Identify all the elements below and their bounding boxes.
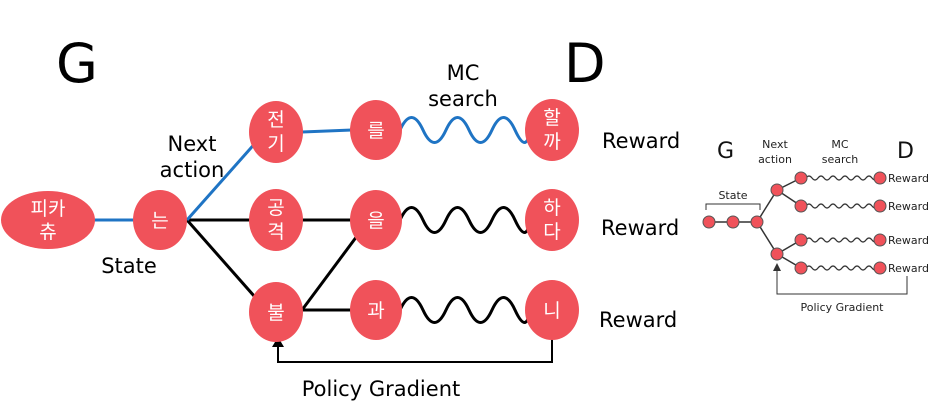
svg-text:니: 니 bbox=[543, 300, 560, 322]
svg-text:까: 까 bbox=[543, 131, 560, 153]
svg-text:다: 다 bbox=[543, 221, 560, 243]
ref-discriminator-label: D bbox=[897, 139, 914, 164]
edge-neun-jeongi bbox=[185, 139, 260, 221]
node-gonggyeok: 공 격 bbox=[249, 189, 303, 251]
ref-node-b1 bbox=[794, 233, 808, 247]
svg-text:하: 하 bbox=[543, 197, 560, 219]
svg-text:츄: 츄 bbox=[39, 221, 56, 243]
ref-policy-gradient-arrow bbox=[776, 268, 908, 295]
node-reul: 를 bbox=[350, 100, 402, 160]
ref-node-b2 bbox=[794, 261, 808, 275]
discriminator-label: D bbox=[564, 32, 606, 95]
ref-node-a1 bbox=[794, 171, 808, 185]
node-eul: 을 bbox=[350, 190, 402, 250]
ref-rollout-4 bbox=[805, 265, 879, 271]
reward-label-2: Reward bbox=[601, 216, 679, 240]
ref-node-end1 bbox=[873, 171, 887, 185]
svg-text:공: 공 bbox=[267, 197, 284, 219]
node-ni: 니 bbox=[525, 280, 579, 340]
ref-node-s2 bbox=[726, 215, 740, 229]
ref-reward-3: Reward bbox=[888, 234, 929, 247]
ref-reward-1: Reward bbox=[888, 172, 929, 185]
reward-label-1: Reward bbox=[602, 129, 680, 153]
ref-next-action-1: Next bbox=[762, 138, 788, 151]
svg-text:피카: 피카 bbox=[31, 198, 66, 220]
svg-text:기: 기 bbox=[267, 133, 284, 155]
svg-text:할: 할 bbox=[543, 107, 560, 129]
ref-node-a2 bbox=[794, 199, 808, 213]
svg-text:격: 격 bbox=[267, 221, 284, 243]
ref-policy-gradient-arrowhead bbox=[773, 263, 781, 271]
ref-next-action-2: action bbox=[758, 153, 792, 166]
node-halkka: 할 까 bbox=[525, 99, 579, 161]
mc-rollout-2 bbox=[398, 206, 532, 234]
svg-text:를: 를 bbox=[367, 120, 384, 142]
policy-gradient-label: Policy Gradient bbox=[302, 377, 460, 401]
node-bul: 불 bbox=[249, 282, 303, 342]
ref-nodes bbox=[702, 171, 887, 275]
svg-text:는: 는 bbox=[151, 210, 168, 232]
ref-rollout-3 bbox=[805, 237, 879, 243]
ref-rollout-1 bbox=[805, 175, 879, 181]
mc-rollout-blue bbox=[398, 116, 532, 144]
next-action-label-2: action bbox=[160, 158, 225, 182]
reference-diagram: G D Next action MC search State Policy G… bbox=[702, 138, 929, 314]
svg-text:전: 전 bbox=[267, 109, 284, 131]
ref-state-label: State bbox=[718, 189, 747, 202]
ref-generator-label: G bbox=[717, 139, 734, 164]
svg-text:불: 불 bbox=[267, 302, 284, 324]
mc-search-label-1: MC bbox=[447, 61, 480, 85]
main-diagram: G D 피카 츄 는 전 기 bbox=[1, 32, 680, 401]
ref-state-bracket bbox=[705, 203, 761, 210]
ref-reward-2: Reward bbox=[888, 200, 929, 213]
svg-text:을: 을 bbox=[367, 210, 384, 232]
policy-gradient-arrow bbox=[277, 338, 553, 363]
node-gwa: 과 bbox=[350, 280, 402, 340]
ref-node-a bbox=[770, 183, 784, 197]
svg-text:과: 과 bbox=[367, 300, 384, 322]
mc-search-label-2: search bbox=[428, 87, 498, 111]
ref-node-end2 bbox=[873, 199, 887, 213]
node-neun: 는 bbox=[133, 190, 187, 250]
reward-label-3: Reward bbox=[599, 308, 677, 332]
ref-rollout-2 bbox=[805, 203, 879, 209]
ref-mc-search-2: search bbox=[822, 153, 859, 166]
ref-node-s1 bbox=[702, 215, 716, 229]
ref-node-end3 bbox=[873, 233, 887, 247]
ref-node-end4 bbox=[873, 261, 887, 275]
ref-node-b bbox=[770, 247, 784, 261]
edge-bul-eul bbox=[300, 231, 362, 311]
generator-label: G bbox=[56, 32, 98, 95]
node-jeongi: 전 기 bbox=[249, 101, 303, 163]
edge-neun-bul bbox=[185, 219, 264, 306]
next-action-label-1: Next bbox=[168, 132, 217, 156]
mc-rollout-3 bbox=[398, 296, 532, 324]
edge-jeongi-reul bbox=[301, 128, 353, 134]
node-hada: 하 다 bbox=[525, 189, 579, 251]
ref-policy-gradient-label: Policy Gradient bbox=[800, 301, 884, 314]
ref-mc-search-1: MC bbox=[831, 138, 848, 151]
policy-gradient-arrowhead bbox=[272, 337, 284, 347]
ref-node-s3 bbox=[750, 215, 764, 229]
state-label: State bbox=[101, 254, 157, 278]
node-pikachu: 피카 츄 bbox=[1, 191, 95, 249]
ref-reward-4: Reward bbox=[888, 262, 929, 275]
